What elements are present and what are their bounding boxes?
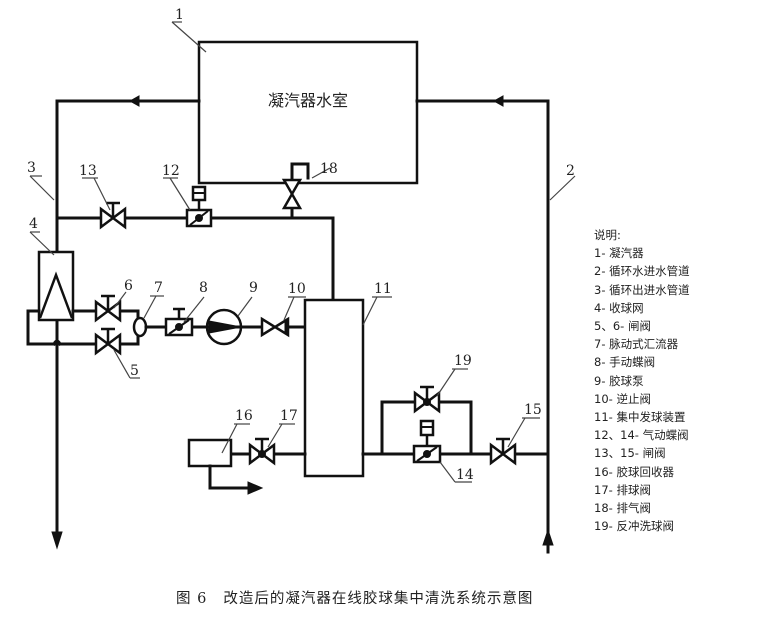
label-18: 18 [320, 161, 338, 177]
label-8: 8 [199, 280, 208, 296]
figure-caption: 图 6 改造后的凝汽器在线胶球集中清洗系统示意图 [176, 587, 533, 608]
ball-collecting-net-4 [37, 250, 75, 322]
gate-valve-15 [489, 437, 517, 465]
flow-arrow-left-icon [128, 95, 140, 107]
label-11: 11 [374, 281, 392, 297]
central-ball-launcher-11 [303, 298, 365, 478]
legend-item: 11- 集中发球装置 [594, 410, 686, 425]
legend-item: 12、14- 气动蝶阀 [594, 428, 689, 443]
figure-number: 图 6 [176, 591, 208, 607]
flow-arrow-up-icon [542, 528, 554, 546]
label-5: 5 [130, 363, 139, 379]
gate-valve-5 [94, 327, 122, 355]
backflush-ball-valve-19 [413, 385, 441, 413]
gate-valve-6 [94, 294, 122, 322]
labels: 1 2 3 4 5 6 7 8 9 10 11 12 13 14 15 16 1 [27, 7, 576, 483]
flow-arrow-right-icon [247, 481, 264, 495]
label-14: 14 [456, 467, 474, 483]
flow-arrow-left-icon [492, 95, 504, 107]
pulsating-collector-7 [132, 316, 148, 338]
legend-item: 7- 脉动式汇流器 [594, 337, 679, 352]
legend-item: 17- 排球阀 [594, 482, 651, 497]
ball-discharge-valve-17 [248, 437, 276, 465]
inlet-pipe-2 [415, 95, 554, 554]
label-16: 16 [235, 408, 253, 424]
label-1: 1 [175, 7, 184, 23]
ball-pump-9 [205, 308, 243, 346]
legend-item: 2- 循环水进水管道 [594, 264, 690, 279]
legend-item: 10- 逆止阀 [594, 391, 651, 406]
legend-item: 4- 收球网 [594, 300, 644, 315]
right-branch-pipe [361, 400, 550, 456]
label-19: 19 [454, 353, 472, 369]
legend: 说明: 1- 凝汽器 2- 循环水进水管道 3- 循环出进水管道 4- 收球网 … [594, 226, 690, 535]
legend-item: 13、15- 闸阀 [594, 446, 666, 461]
label-7: 7 [154, 280, 163, 296]
label-10: 10 [288, 281, 306, 297]
caption-text: 改造后的凝汽器在线胶球集中清洗系统示意图 [223, 591, 534, 607]
legend-item: 8- 手动蝶阀 [594, 355, 656, 370]
legend-item: 16- 胶球回收器 [594, 464, 674, 479]
legend-item: 19- 反冲洗球阀 [594, 519, 674, 534]
valve-loop-pipes [26, 309, 140, 347]
label-15: 15 [524, 402, 542, 418]
ball-recovery-device-16 [187, 438, 233, 468]
label-17: 17 [280, 408, 298, 424]
pneumatic-butterfly-valve-14 [412, 419, 442, 464]
vent-valve-18 [281, 178, 303, 210]
condenser-water-chamber: 凝汽器水室 [197, 40, 419, 185]
legend-item: 1- 凝汽器 [594, 246, 644, 261]
label-4: 4 [29, 216, 38, 232]
legend-item: 9- 胶球泵 [594, 373, 644, 388]
recovery-branch [187, 438, 307, 495]
label-6: 6 [124, 278, 133, 294]
condenser-label: 凝汽器水室 [268, 91, 348, 110]
legend-title: 说明: [594, 228, 621, 242]
gate-valve-13 [99, 201, 127, 229]
manual-butterfly-valve-8 [164, 307, 194, 337]
label-2: 2 [566, 163, 575, 179]
label-9: 9 [249, 280, 258, 296]
check-valve-10 [260, 316, 290, 338]
legend-item: 18- 排气阀 [594, 501, 651, 516]
label-3: 3 [27, 160, 36, 176]
outlet-pipe-3 [51, 95, 201, 550]
label-12: 12 [162, 163, 180, 179]
legend-item: 5、6- 闸阀 [594, 319, 651, 334]
label-13: 13 [79, 163, 97, 179]
legend-item: 3- 循环出进水管道 [594, 282, 690, 297]
pneumatic-butterfly-valve-12 [185, 185, 213, 228]
flow-arrow-down-icon [51, 531, 63, 550]
